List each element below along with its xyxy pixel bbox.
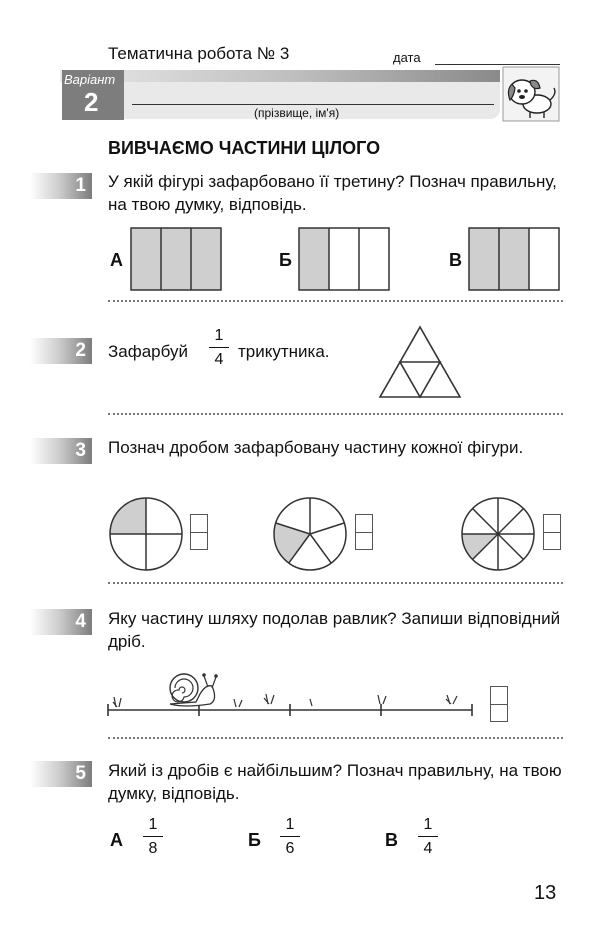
task-number-badge: 1 [30,173,92,199]
task-3-text: Познач дробом зафарбовану частину кожної… [108,438,524,457]
fraction-numerator: 1 [423,816,433,833]
divider [108,737,563,739]
fraction-bar [418,836,438,837]
section-title: ВИВЧАЄМО ЧАСТИНИ ЦІЛОГО [108,138,381,158]
task-4-text: Яку частину шляху подолав равлик? Запиши… [108,609,561,651]
option-a-rectangle[interactable] [130,227,224,291]
name-line[interactable] [132,104,494,105]
snail-icon [169,673,218,707]
variant-number: 2 [84,87,99,117]
task-number: 5 [75,763,86,784]
fraction-denominator: 8 [148,840,158,857]
task-number: 2 [75,340,86,361]
circle-fifths [273,497,347,571]
option-letter: Б [248,830,261,850]
option-b-rectangle[interactable] [298,227,392,291]
name-caption: (прізвище, ім'я) [254,106,340,120]
answer-fraction-box[interactable] [355,514,373,550]
grass-icon [112,693,458,708]
task-number-badge: 5 [30,761,92,787]
variant-label: Варіант [64,72,116,87]
task-number: 3 [75,440,86,461]
fraction-bar [143,836,163,837]
option-letter: Б [279,250,292,270]
page-number: 13 [534,882,557,904]
divided-triangle[interactable] [376,324,464,400]
date-label: дата [393,50,421,65]
task-1-text: У якій фігурі зафарбовано її третину? По… [108,172,557,214]
divider [108,582,563,584]
task-number: 1 [75,175,86,196]
task-number: 4 [75,611,86,632]
fraction-denominator: 6 [285,840,295,857]
fraction-bar [209,347,229,348]
header-band [60,70,500,82]
fraction[interactable]: 1 4 [418,815,438,858]
option-letter: А [110,830,123,850]
fraction: 1 4 [209,326,229,369]
divider [108,300,563,302]
variant-block [62,70,124,120]
task-5-text: Який із дробів є найбільшим? Познач прав… [108,761,562,803]
fraction-denominator: 4 [214,351,224,368]
option-letter: В [385,830,398,850]
task-number-badge: 4 [30,609,92,635]
task-number-badge: 2 [30,338,92,364]
fraction-numerator: 1 [148,816,158,833]
answer-fraction-box[interactable] [543,514,561,550]
fraction[interactable]: 1 8 [143,815,163,858]
answer-fraction-box[interactable] [490,686,508,722]
divider [108,413,563,415]
name-field-box [124,82,500,119]
option-v-rectangle[interactable] [468,227,562,291]
worksheet-title: Тематична робота № 3 [108,44,290,63]
fraction[interactable]: 1 6 [280,815,300,858]
task-number-badge: 3 [30,438,92,464]
fraction-bar [280,836,300,837]
answer-fraction-box[interactable] [190,514,208,550]
circle-eighths [461,497,535,571]
puppy-icon [502,66,560,122]
circle-quarters [109,497,183,571]
task-2-text-before: Зафарбуй [108,342,188,361]
date-line[interactable] [435,64,560,65]
fraction-denominator: 4 [423,840,433,857]
snail-path [107,673,473,716]
task-2-text-after: трикутника. [238,342,330,361]
fraction-numerator: 1 [214,327,224,344]
fraction-numerator: 1 [285,816,295,833]
option-letter: В [449,250,462,270]
option-letter: А [110,250,123,270]
